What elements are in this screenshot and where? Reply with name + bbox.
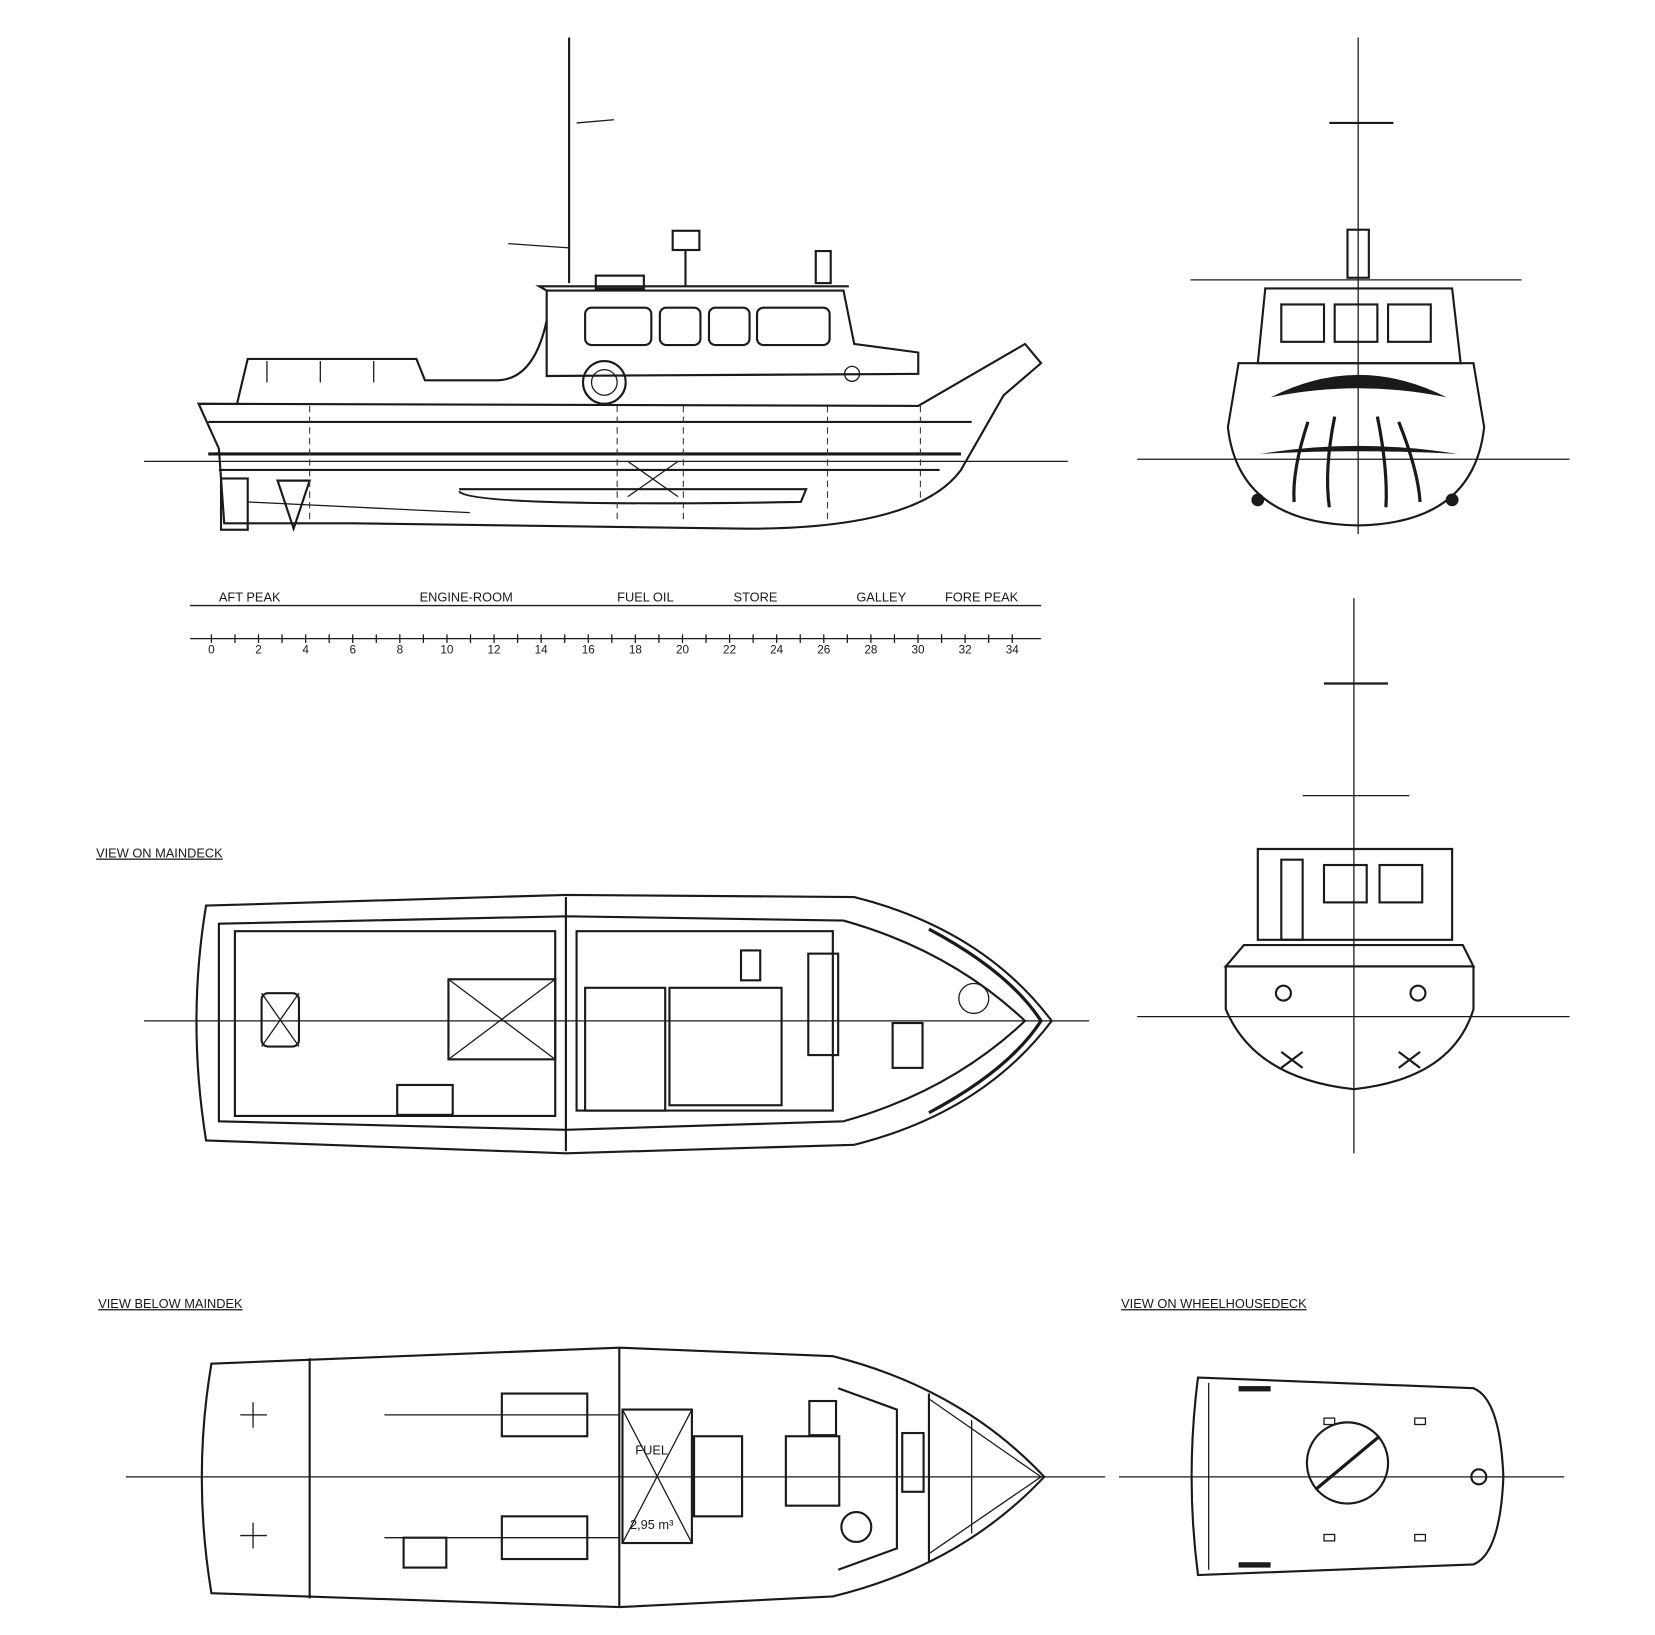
compartment-fore-peak: FORE PEAK [945, 589, 1019, 604]
bow-front-view [1137, 37, 1570, 535]
scale-label: 16 [582, 644, 596, 657]
scale-label: 14 [535, 644, 549, 657]
view-title-below-maindeck: VIEW BELOW MAINDEK [98, 1296, 243, 1311]
scale-label: 30 [911, 644, 925, 657]
scale-label: 18 [629, 644, 643, 657]
side-profile-view [144, 37, 1068, 533]
compartment-scale: AFT PEAK ENGINE-ROOM FUEL OIL STORE GALL… [190, 589, 1042, 657]
fuel-tank-label: FUEL [635, 1442, 668, 1457]
stern-rear-view [1137, 598, 1570, 1154]
scale-label: 34 [1006, 644, 1020, 657]
compartment-engine-room: ENGINE-ROOM [420, 589, 513, 604]
view-title-maindeck: VIEW ON MAINDECK [96, 846, 223, 861]
scale-label: 8 [397, 644, 404, 657]
compartment-aft-peak: AFT PEAK [219, 589, 281, 604]
scale-label: 12 [488, 644, 501, 657]
scale-label: 28 [864, 644, 878, 657]
scale-label: 6 [349, 644, 356, 657]
fuel-tank-volume: 2,95 m³ [630, 1517, 674, 1532]
scale-label: 2 [255, 644, 262, 657]
compartment-fuel-oil: FUEL OIL [617, 589, 673, 604]
maindeck-plan-view: VIEW ON MAINDECK [96, 846, 1090, 1155]
scale-label: 10 [440, 644, 454, 657]
scale-label: 0 [208, 644, 215, 657]
compartment-store: STORE [734, 589, 778, 604]
scale-label: 22 [723, 644, 736, 657]
scale-label: 20 [676, 644, 690, 657]
scale-label: 32 [959, 644, 972, 657]
scale-label: 4 [302, 644, 309, 657]
scale-label: 26 [817, 644, 831, 657]
below-maindeck-plan-view: VIEW BELOW MAINDEK FUEL 2,95 m³ [98, 1296, 1106, 1609]
view-title-wheelhousedeck: VIEW ON WHEELHOUSEDECK [1121, 1296, 1307, 1311]
wheelhousedeck-plan-view: VIEW ON WHEELHOUSEDECK [1118, 1296, 1565, 1577]
scale-label: 24 [770, 644, 784, 657]
compartment-galley: GALLEY [856, 589, 906, 604]
